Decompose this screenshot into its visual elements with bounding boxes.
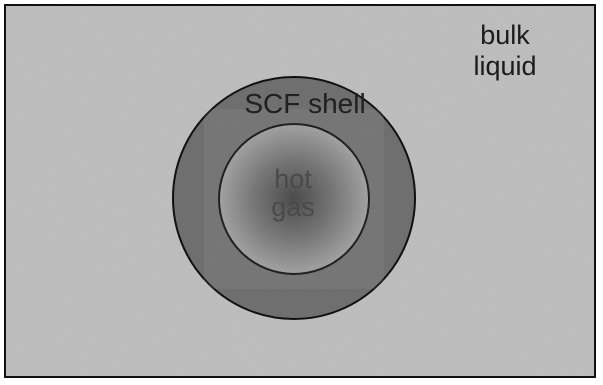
diagram-frame: bulk liquid SCF shell hot gas: [4, 4, 596, 378]
hot-gas-label: hot gas: [243, 165, 343, 221]
bulk-liquid-label: bulk liquid: [450, 20, 560, 82]
hot-gas-label-line-2: gas: [243, 193, 343, 221]
hot-gas-label-line-1: hot: [243, 165, 343, 193]
scf-shell-label: SCF shell: [220, 88, 390, 119]
bulk-label-line-1: bulk: [450, 20, 560, 51]
bulk-label-line-2: liquid: [450, 51, 560, 82]
